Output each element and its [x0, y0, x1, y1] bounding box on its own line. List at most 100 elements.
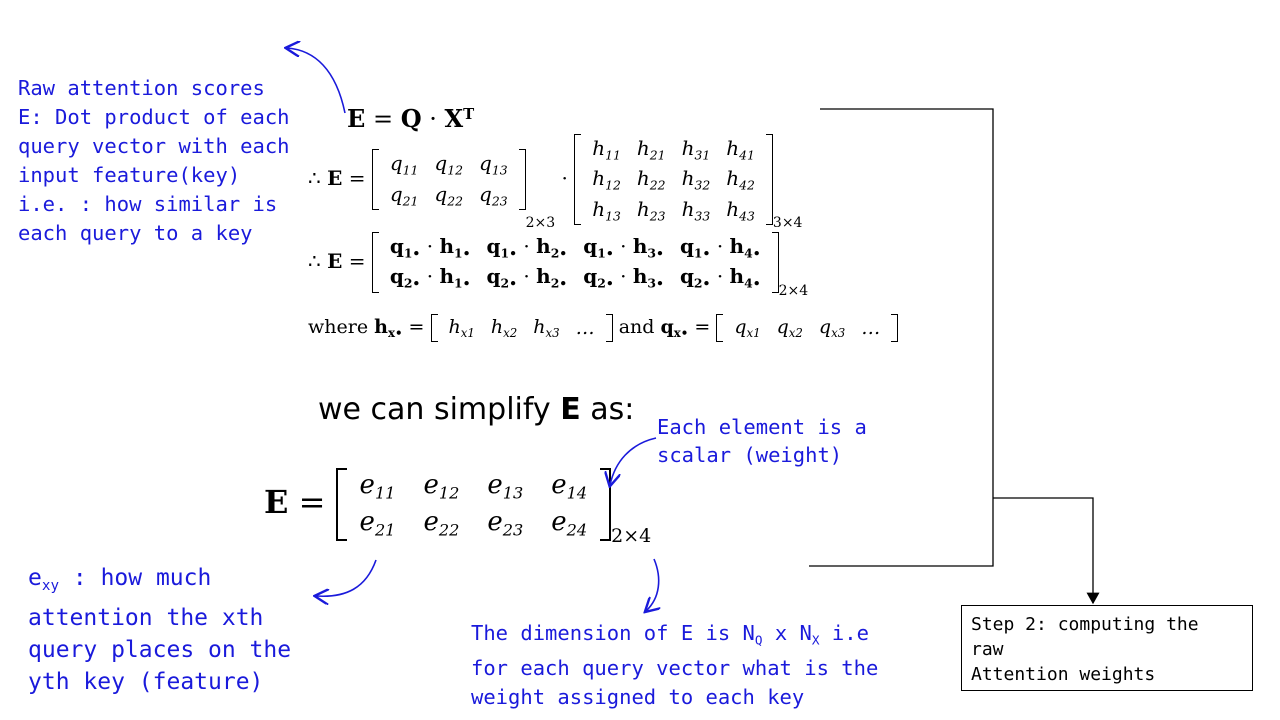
q-dim: 2×3	[525, 214, 556, 231]
qx-vector-cell: qx2	[776, 316, 803, 341]
dot-matrix-cell: q2• · h3•	[583, 264, 664, 291]
dim-sub-q: Q	[754, 632, 763, 648]
exy-note: exy : how much attention the xth query p…	[28, 562, 328, 698]
e-matrix-cell: e14	[551, 470, 588, 503]
simplify-as: as:	[590, 392, 635, 427]
eq-lhs: E	[347, 104, 366, 133]
eq-lhs: E	[327, 248, 343, 273]
eq-transpose: T	[463, 104, 475, 123]
hx-vector-cell: hx1	[448, 316, 475, 341]
dim-text-b: x N	[762, 621, 812, 645]
note-line: E: Dot product of each	[18, 105, 290, 129]
where-word: where	[308, 316, 369, 339]
matrix-row: hx1 hx2 hx3 …	[441, 314, 603, 342]
eq-sign: =	[408, 316, 425, 339]
note-line: : how much	[59, 565, 212, 591]
dot-matrix-cell: q2• · h1•	[389, 264, 471, 291]
note-line: weight assigned to each key	[471, 685, 805, 710]
qx-vector-cell: qx1	[734, 316, 761, 341]
eq-q: Q	[400, 104, 422, 133]
e-matrix-cell: e12	[423, 470, 460, 503]
step-connector	[993, 497, 1100, 605]
and-word: and	[618, 316, 655, 339]
q-matrix-cell: q12	[434, 151, 464, 178]
q-matrix-cell: q11	[389, 151, 419, 178]
matrix-row: q1• · h1•q1• · h2•q1• · h3•q1• · h4•	[382, 232, 769, 262]
step-line: raw	[971, 639, 1004, 660]
hx-vector-cell: hx2	[490, 316, 518, 341]
eq-sign: =	[372, 105, 394, 133]
exy-symbol: e	[28, 565, 42, 591]
e-matrix-cell: e21	[359, 506, 396, 540]
h-dim: 3×4	[772, 214, 803, 231]
dot-matrix-cell: q1• · h1•	[389, 234, 471, 261]
h-matrix-cell: h21	[636, 136, 666, 163]
eq-sign: =	[348, 248, 366, 273]
dot-matrix-cell: q2• · h2•	[486, 264, 568, 291]
simplify-e: E	[560, 392, 581, 427]
eq-sign: =	[694, 316, 711, 339]
e-dim: 2×4	[611, 525, 652, 548]
dim-text-a: The dimension of E is N	[471, 621, 755, 645]
eq-sign: =	[348, 166, 366, 190]
q-matrix-cell: q13	[479, 151, 508, 178]
dot-product-row: ∴ E = q1• · h1•q1• · h2•q1• · h3•q1• · h…	[308, 232, 808, 299]
e-matrix-cell: e22	[423, 506, 460, 540]
eq-sign: =	[298, 483, 326, 522]
dim-sub-x: X	[811, 632, 820, 648]
note-line: i.e. : how similar is	[18, 192, 278, 216]
eq-x: X	[444, 104, 464, 133]
dimension-note: The dimension of E is NQ x NX i.e for ea…	[471, 619, 931, 712]
therefore-symbol: ∴	[308, 166, 321, 190]
arrow-dim	[646, 558, 659, 611]
note-line: query places on the	[28, 636, 292, 663]
hx-label: hx•	[374, 316, 403, 341]
matrix-row: qx1 qx2 qx3 …	[726, 314, 888, 342]
arrow-scalar	[610, 437, 657, 485]
h-matrix-cell: h43	[726, 196, 755, 223]
dim-text-c: i.e	[819, 621, 869, 645]
h-matrix-cell: h42	[726, 166, 755, 193]
simplify-phrase: we can simplify	[318, 392, 551, 427]
simplify-text: we can simplify E as:	[318, 392, 634, 427]
step-line: Step 2: computing the	[971, 614, 1199, 635]
h-matrix-cell: h12	[592, 166, 621, 193]
therefore-symbol: ∴	[308, 248, 321, 273]
eq-lhs: E	[327, 166, 343, 190]
exy-subscript: xy	[41, 577, 60, 594]
h-matrix-cell: h22	[636, 166, 666, 193]
note-line: Raw attention scores	[18, 76, 265, 100]
qx-label: qx•	[660, 316, 689, 341]
h-matrix-cell: h23	[636, 196, 666, 223]
note-line: for each query vector what is the	[471, 656, 879, 681]
note-line: input feature(key)	[18, 163, 241, 187]
arrow-exy	[316, 559, 377, 596]
step-line: Attention weights	[971, 664, 1156, 685]
main-equation: E = Q · XT	[347, 104, 474, 133]
qx-row-vector: qx1 qx2 qx3 …	[716, 314, 899, 343]
scalar-note: Each element is a scalar (weight)	[657, 413, 917, 469]
h-matrix-cell: h11	[592, 136, 621, 163]
hx-vector-cell: hx3	[533, 316, 560, 341]
h-matrix-cell: h32	[681, 166, 711, 193]
note-line: each query to a key	[18, 221, 253, 245]
h-matrix-cell: h13	[592, 196, 621, 223]
q-matrix-cell: q21	[389, 181, 419, 208]
qx-vector-cell: qx3	[818, 316, 846, 341]
qx-vector-cell: …	[861, 317, 881, 340]
note-line: query vector with each	[18, 134, 290, 158]
q-matrix-cell: q22	[434, 181, 464, 208]
hx-vector-cell: …	[575, 317, 595, 340]
dot-matrix-cell: q1• · h3•	[583, 234, 664, 261]
dot-matrix-cell: q2• · h4•	[679, 264, 761, 291]
matrix-row: q11 q12 q13	[382, 149, 516, 179]
